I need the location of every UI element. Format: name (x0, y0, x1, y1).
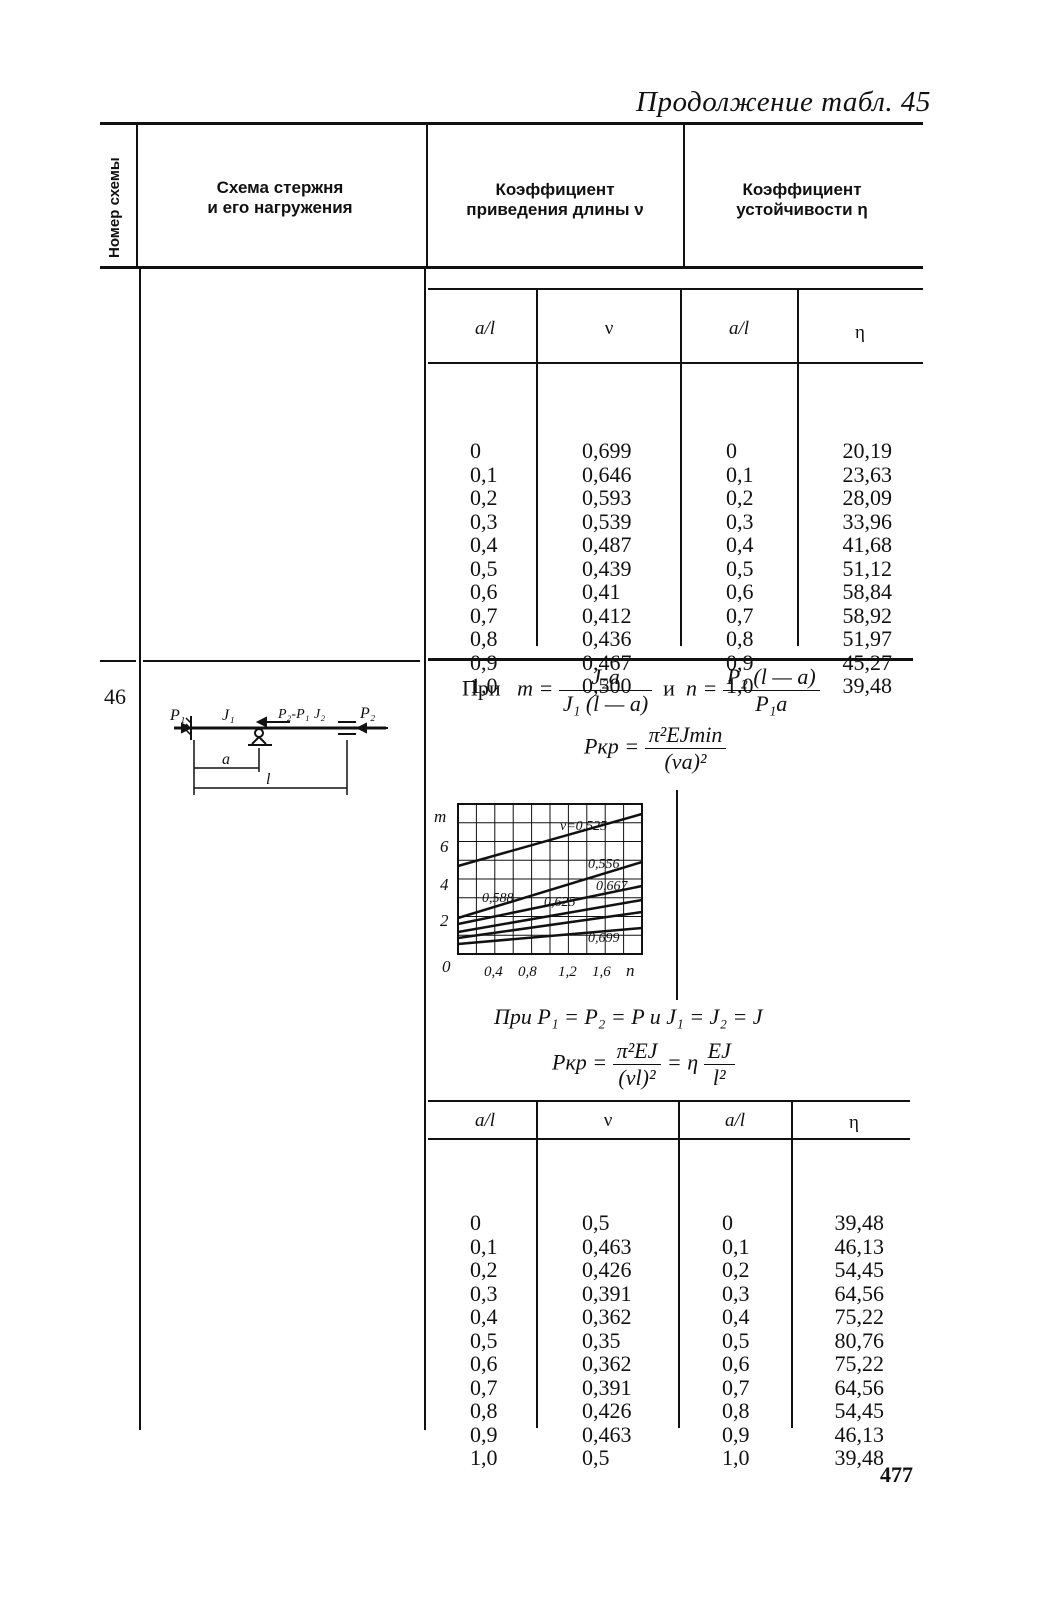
header-nu: Коэффициент приведения длины ν (466, 180, 644, 219)
table1-header-nu: ν (604, 318, 614, 339)
table2-header-rule (428, 1138, 910, 1140)
header-eta: Коэффициент устойчивости η (736, 180, 868, 219)
scheme-number: 46 (104, 684, 126, 709)
header-divider-1 (136, 124, 138, 266)
middle-support-leg-2 (258, 736, 267, 745)
nomogram-curve-0 (457, 812, 643, 868)
beam-scheme-diagram: P₁ J₁ P₂-P₁ J₂ P₂ a l (169, 705, 388, 795)
nomogram-curves (457, 812, 643, 946)
nomogram-x-tick-12: 1,2 (558, 964, 577, 980)
nomogram-y-tick-6: 6 (440, 837, 449, 856)
table2-col-divider-3 (791, 1102, 793, 1428)
nomogram-curve-4 (457, 910, 643, 940)
table2-header-al2: a/l (724, 1110, 746, 1131)
row-separator-b (143, 660, 420, 662)
nomogram-curve-1 (457, 860, 643, 920)
nomogram-curve-2 (457, 884, 643, 926)
label-j1: J₁ (222, 707, 235, 724)
row-separator-c (428, 658, 913, 661)
curve-label-0699: 0,699 (588, 931, 620, 946)
label-a: a (222, 751, 230, 768)
nomogram-chart: m 6 4 2 0 0,4 0,8 1,2 1,6 n ν=0,525 0,55… (434, 803, 643, 980)
middle-support-hinge (254, 728, 264, 738)
table1-header-al: a/l (474, 318, 496, 339)
nomogram-y-tick-0: 0 (442, 957, 451, 976)
header-scheme-number: Номер схемы (106, 157, 123, 258)
label-p2: P₂ (359, 705, 376, 722)
p2p1-arrowhead (255, 716, 267, 728)
row-separator-a (100, 660, 136, 662)
curve-label-0588: 0,588 (482, 891, 514, 906)
header-bottom-rule (100, 266, 923, 269)
label-p2p1: P₂-P₁ (277, 707, 310, 722)
body-divider-2 (424, 268, 426, 1430)
table1-top-rule (428, 288, 923, 290)
header-top-rule (100, 122, 923, 125)
nomogram-curve-5 (457, 926, 643, 946)
p1-arrowhead (181, 722, 193, 734)
nomogram-y-tick-2: 2 (440, 911, 449, 930)
table1-header-al2: a/l (728, 318, 750, 339)
table1-header-eta: η (855, 322, 865, 343)
table2-col-divider-2 (678, 1102, 680, 1428)
formula-condition: При P₁ = P₂ = P и J₁ = J₂ = J (494, 1004, 763, 1029)
nomogram-y-tick-4: 4 (440, 875, 449, 894)
page-number: 477 (880, 1462, 913, 1487)
formula-pkr-1: Pкр = π²EJmin(νa)² (584, 722, 727, 775)
table1-col-divider-1 (536, 290, 538, 646)
body-divider-1 (139, 268, 141, 1430)
middle-support-leg-1 (251, 736, 260, 745)
nomogram-x-tick-16: 1,6 (592, 964, 611, 980)
table2-header-nu: ν (603, 1110, 613, 1131)
p2-arrowhead (355, 722, 367, 734)
table2-header-eta: η (849, 1112, 859, 1133)
table2-header-al: a/l (474, 1110, 496, 1131)
curve-label-0625: 0,625 (544, 895, 576, 910)
label-j2: J₂ (314, 707, 325, 722)
left-hatch-1 (185, 717, 192, 724)
nomogram-x-tick-04: 0,4 (484, 964, 503, 980)
nomogram-x-label: n (626, 961, 635, 980)
table-caption: Продолжение табл. 45 (636, 86, 931, 118)
curve-label-0667: 0,667 (596, 879, 629, 894)
nomogram-y-label: m (434, 807, 446, 826)
nomogram-x-tick-08: 0,8 (518, 964, 537, 980)
label-p1: P₁ (169, 707, 185, 724)
table2-col-divider-1 (536, 1102, 538, 1428)
header-divider-2 (426, 124, 428, 266)
table2-top-rule (428, 1100, 910, 1102)
nomogram-curve-3 (457, 898, 643, 934)
table1-header-rule (428, 362, 923, 364)
header-divider-3 (683, 124, 685, 266)
curve-label-0556: 0,556 (588, 857, 620, 872)
table1-col-divider-3 (797, 290, 799, 646)
header-scheme: Схема стержня и его нагружения (207, 178, 353, 217)
left-hatch-3 (185, 729, 192, 736)
curve-label-0525: ν=0,525 (560, 819, 607, 834)
table1-col-divider-2 (680, 290, 682, 646)
label-l: l (266, 771, 271, 788)
nomogram-side-divider (676, 790, 678, 1000)
